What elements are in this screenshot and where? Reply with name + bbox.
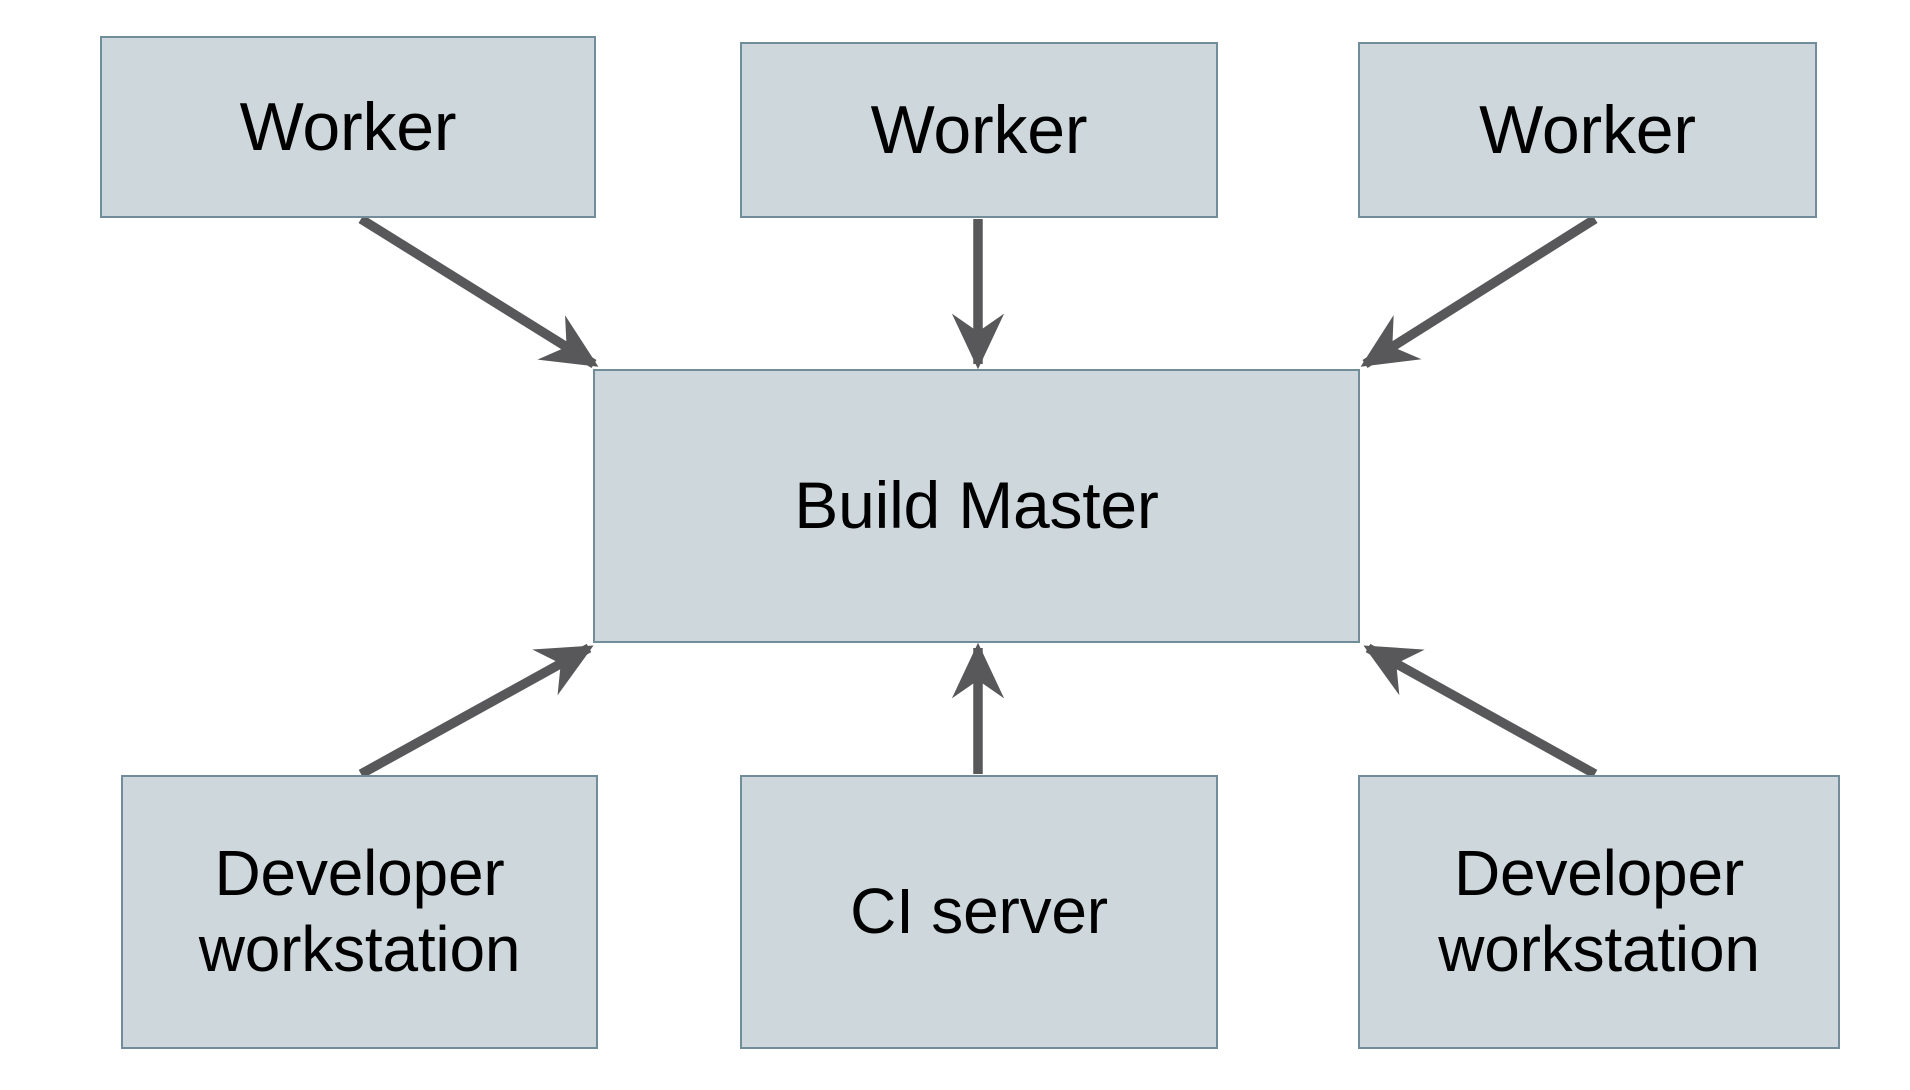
node-ci-server[interactable]: CI server [740, 775, 1218, 1049]
node-label-build-master: Build Master [794, 468, 1159, 543]
node-developer-workstation-left[interactable]: Developer workstation [121, 775, 598, 1049]
node-worker-2[interactable]: Worker [740, 42, 1218, 218]
node-label-worker-2: Worker [870, 91, 1088, 168]
node-worker-3[interactable]: Worker [1358, 42, 1817, 218]
node-build-master[interactable]: Build Master [593, 369, 1360, 643]
edge-dev-ws-left-to-build-master [358, 643, 594, 779]
node-label-worker-1: Worker [239, 88, 457, 165]
edge-worker-1-to-build-master [358, 214, 599, 369]
node-label-developer-workstation-right: Developer workstation [1438, 837, 1760, 985]
node-label-developer-workstation-left: Developer workstation [198, 837, 521, 985]
node-worker-1[interactable]: Worker [100, 36, 596, 218]
edge-dev-ws-right-to-build-master [1363, 643, 1598, 779]
edge-worker-3-to-build-master [1360, 214, 1598, 369]
node-developer-workstation-right[interactable]: Developer workstation [1358, 775, 1840, 1049]
node-label-worker-3: Worker [1479, 91, 1696, 168]
node-label-ci-server: CI server [850, 875, 1108, 948]
